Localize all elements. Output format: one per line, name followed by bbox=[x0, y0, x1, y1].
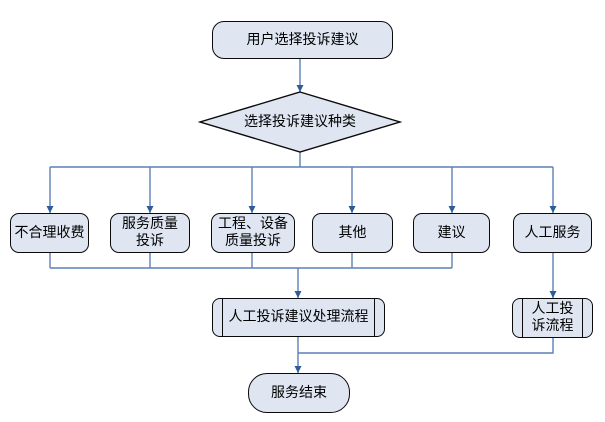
start-node: 用户选择投诉建议 bbox=[212, 21, 393, 59]
branch-unreasonable-fees: 不合理收费 bbox=[10, 213, 89, 253]
branch-label: 人工服务 bbox=[524, 224, 581, 241]
start-node-label: 用户选择投诉建议 bbox=[246, 31, 359, 48]
process-manual-complaint-flow: 人工投 诉流程 bbox=[512, 298, 593, 338]
branch-manual-service: 人工服务 bbox=[513, 213, 592, 253]
connector-collector-rail bbox=[49, 253, 453, 269]
decision-node-label: 选择投诉建议种类 bbox=[244, 113, 356, 130]
connector-process-manual-join bbox=[298, 338, 554, 354]
branch-label: 建议 bbox=[437, 224, 466, 241]
branch-label: 工程、设备 质量投诉 bbox=[218, 216, 288, 249]
branch-suggestion: 建议 bbox=[413, 213, 490, 253]
branch-other: 其他 bbox=[312, 213, 393, 253]
end-node: 服务结束 bbox=[248, 373, 350, 413]
branch-service-quality-complaint: 服务质量 投诉 bbox=[110, 213, 190, 253]
decision-diamond-shape bbox=[197, 91, 403, 153]
branch-label: 服务质量 投诉 bbox=[122, 216, 178, 249]
process-label: 人工投 诉流程 bbox=[531, 301, 574, 334]
subroutine-bar-left bbox=[522, 299, 523, 337]
branch-label: 其他 bbox=[338, 224, 367, 241]
subroutine-bar-left bbox=[222, 299, 223, 336]
branch-engineering-equipment-complaint: 工程、设备 质量投诉 bbox=[211, 213, 295, 253]
decision-node: 选择投诉建议种类 bbox=[200, 92, 400, 152]
process-manual-handling-flow: 人工投诉建议处理流程 bbox=[212, 298, 385, 337]
subroutine-bar-right bbox=[582, 299, 583, 337]
process-label: 人工投诉建议处理流程 bbox=[228, 309, 369, 325]
connector-branch-rail bbox=[50, 152, 553, 168]
subroutine-bar-right bbox=[374, 299, 375, 336]
branch-label: 不合理收费 bbox=[14, 224, 85, 241]
end-node-label: 服务结束 bbox=[271, 384, 327, 401]
